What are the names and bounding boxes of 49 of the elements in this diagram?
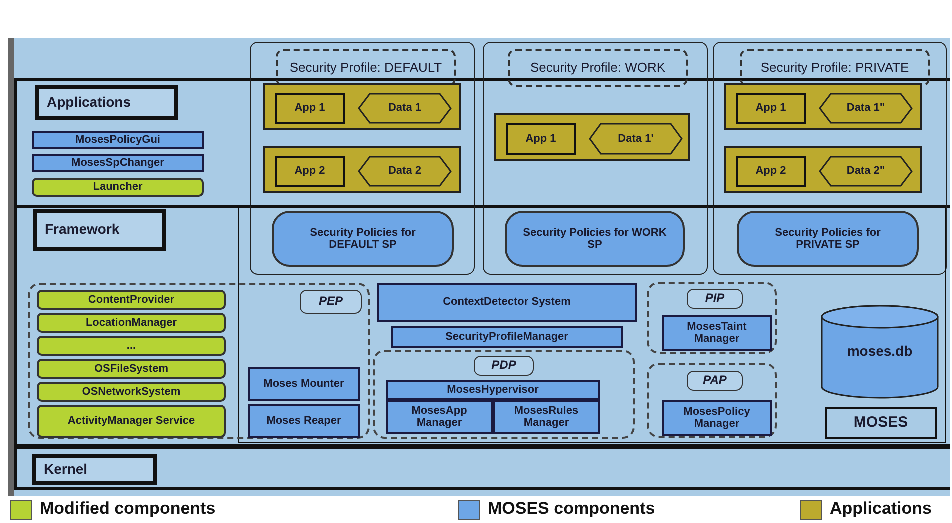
component-box: Launcher	[32, 178, 204, 197]
panel-title: MOSES	[825, 407, 937, 439]
component-box: Moses Mounter	[248, 367, 360, 401]
component-box: Moses Reaper	[248, 404, 360, 438]
app-container	[263, 146, 461, 193]
component-box: MosesRules Manager	[493, 400, 600, 434]
component-box: ContextDetector System	[377, 283, 637, 322]
component-box: ContentProvider	[37, 290, 226, 310]
component-box: MosesPolicyGui	[32, 131, 204, 149]
dashed-group	[373, 350, 635, 439]
app-box: App 2	[736, 156, 806, 187]
component-box: MosesSpChanger	[32, 154, 204, 172]
component-box: MosesTaint Manager	[662, 315, 772, 351]
data-octagon: Data 1'	[589, 123, 683, 155]
data-octagon: Data 1	[358, 93, 452, 124]
component-box: MosesPolicy Manager	[662, 400, 772, 436]
component-box: ...	[37, 336, 226, 356]
app-box: App 1	[275, 93, 345, 124]
legend-label: Modified components	[40, 499, 216, 520]
layer-title-box: Framework	[33, 209, 166, 251]
legend-label: Applications	[830, 499, 932, 520]
group-tag: PAP	[687, 371, 743, 391]
data-octagon: Data 1"	[819, 93, 913, 124]
component-box: OSNetworkSystem	[37, 382, 226, 402]
app-container	[263, 83, 461, 130]
app-container	[724, 146, 922, 193]
component-box: SecurityProfileManager	[391, 326, 623, 348]
component-box: MosesHypervisor	[386, 380, 600, 400]
component-box: OSFileSystem	[37, 359, 226, 379]
group-tag: PDP	[474, 356, 534, 376]
app-box: App 1	[506, 123, 576, 155]
app-box: App 2	[275, 156, 345, 187]
app-container	[494, 113, 690, 161]
layer-title-box: Kernel	[32, 454, 157, 485]
group-tag: PEP	[300, 290, 362, 314]
group-tag: PIP	[687, 289, 743, 309]
component-box: ActivityManager Service	[37, 405, 226, 438]
app-box: App 1	[736, 93, 806, 124]
component-box: MosesApp Manager	[386, 400, 493, 434]
layer-title-box: Applications	[35, 85, 178, 120]
app-container	[724, 83, 922, 130]
component-box: LocationManager	[37, 313, 226, 333]
dashed-group	[647, 282, 777, 354]
database-cylinder: moses.db	[821, 305, 939, 399]
profile-heading-box: Security Profile: WORK	[508, 49, 688, 87]
data-octagon: Data 2	[358, 156, 452, 187]
dashed-group	[647, 363, 777, 438]
legend-label: MOSES components	[488, 499, 656, 520]
data-octagon: Data 2"	[819, 156, 913, 187]
